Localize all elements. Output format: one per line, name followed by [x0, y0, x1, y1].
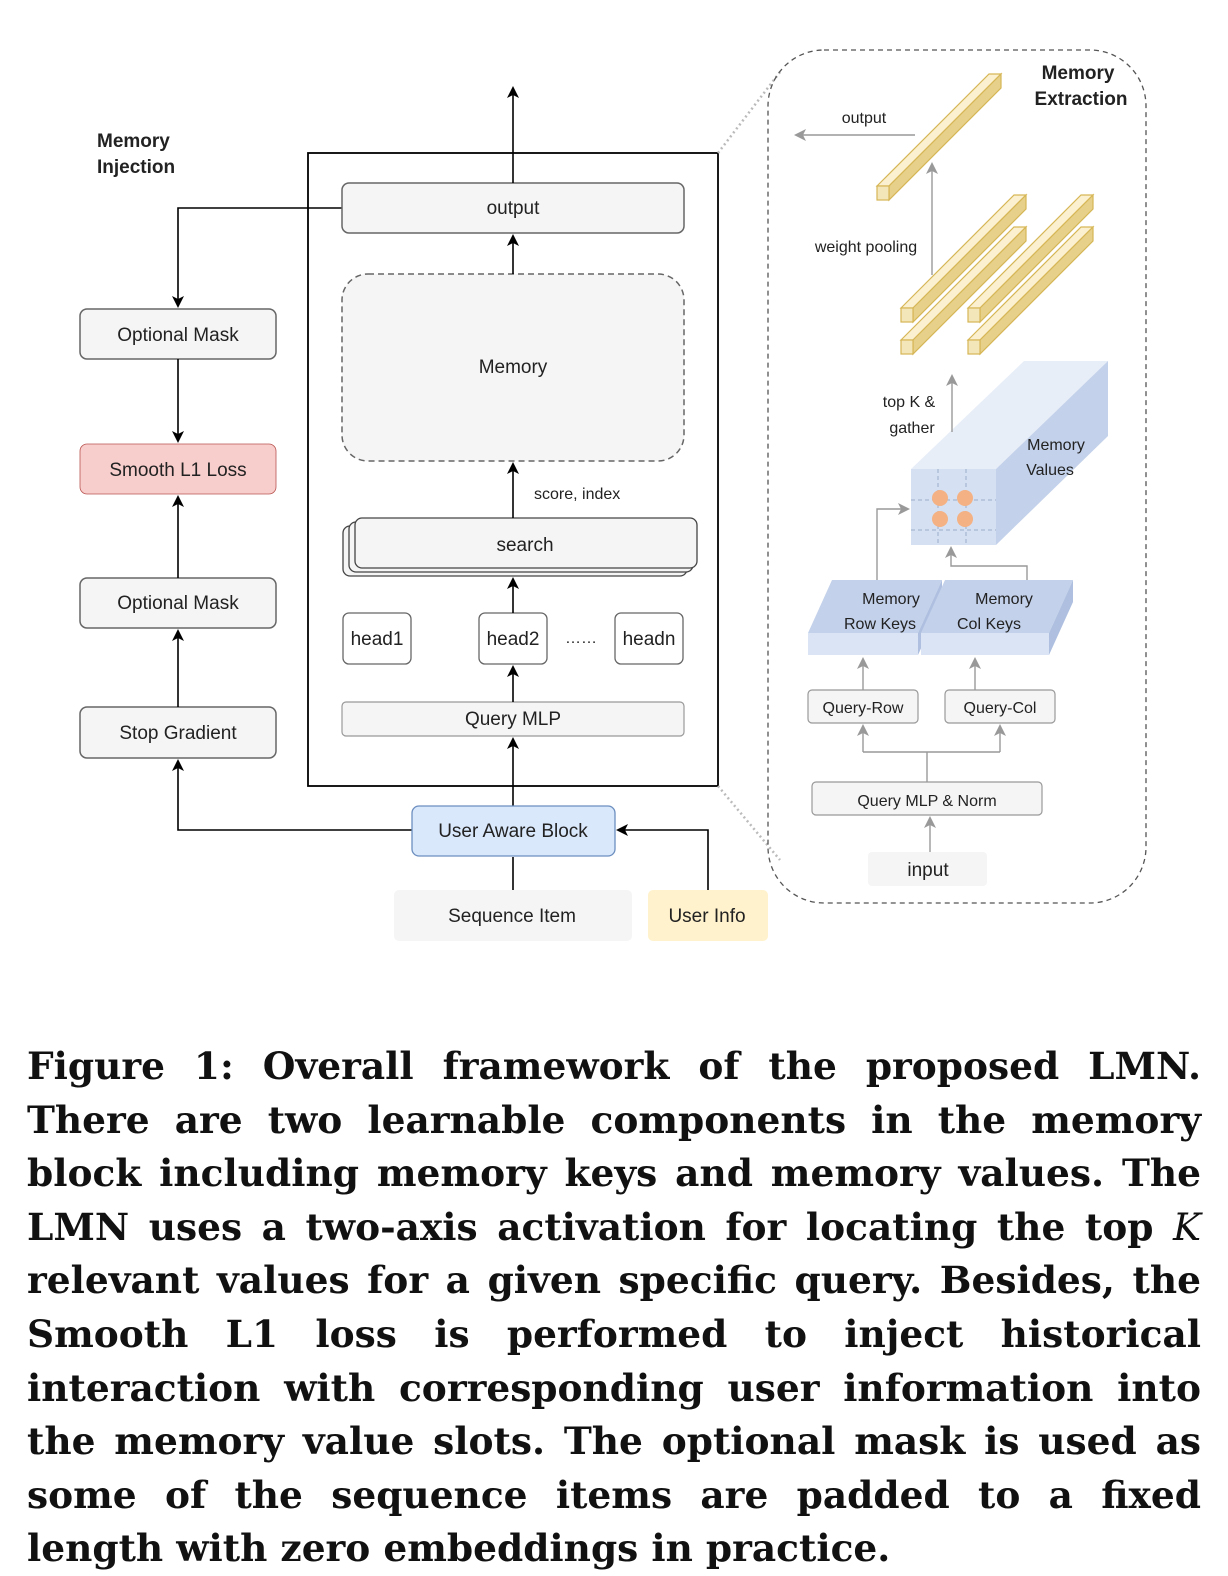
svg-text:headn: headn — [623, 629, 676, 650]
svg-text:Memory: Memory — [1042, 63, 1115, 84]
score-index-label: score, index — [534, 486, 620, 503]
zoom-connectors — [717, 71, 781, 861]
svg-text:Query-Col: Query-Col — [964, 700, 1037, 717]
value-bar-1 — [899, 193, 1028, 324]
svg-text:head1: head1 — [351, 629, 404, 650]
query-mlp-box: Query MLP — [341, 701, 685, 737]
caption-text-before-k: Overall framework of the proposed LMN. T… — [27, 1044, 1201, 1249]
svg-text:Memory: Memory — [97, 131, 170, 152]
svg-text:head2: head2 — [487, 629, 540, 650]
svg-text:Extraction: Extraction — [1035, 89, 1128, 110]
head1-box: head1 — [342, 612, 412, 665]
memory-col-keys-slab — [921, 580, 1073, 655]
memory-injection-title: Memory Injection — [97, 131, 175, 178]
memory-values-cube — [911, 361, 1108, 545]
svg-text:Row Keys: Row Keys — [844, 616, 916, 633]
optional-mask-top-box: Optional Mask — [79, 308, 277, 360]
svg-text:top K &: top K & — [883, 394, 936, 411]
query-col-box: Query-Col — [944, 689, 1056, 724]
svg-text:Values: Values — [1026, 462, 1074, 479]
query-row-box: Query-Row — [807, 689, 919, 724]
extraction-arrows — [794, 129, 1028, 852]
figure-caption: Figure 1: Overall framework of the propo… — [27, 1040, 1201, 1576]
left-column-arrows — [172, 207, 412, 831]
value-bar-2 — [899, 225, 1028, 356]
optional-mask-bottom-box: Optional Mask — [79, 577, 277, 629]
memory-extraction-title: Memory Extraction — [1035, 63, 1128, 110]
svg-text:Query-Row: Query-Row — [823, 700, 904, 717]
memory-values-label: Memory Values — [1026, 437, 1085, 479]
output-box: output — [341, 182, 685, 234]
memory-block-arrows — [507, 86, 709, 890]
caption-k: K — [1172, 1204, 1201, 1249]
svg-text:Col Keys: Col Keys — [957, 616, 1021, 633]
svg-text:search: search — [496, 535, 553, 556]
head2-box: head2 — [478, 612, 548, 665]
svg-text:Memory: Memory — [479, 357, 548, 378]
user-info-box: User Info — [648, 890, 768, 941]
svg-text:Query MLP: Query MLP — [465, 709, 561, 730]
memory-extraction-panel — [767, 49, 1147, 904]
extraction-input-box: input — [868, 852, 987, 886]
memory-col-keys-label: Memory Col Keys — [957, 591, 1033, 633]
stop-gradient-box: Stop Gradient — [79, 706, 277, 759]
head-ellipsis: …… — [565, 630, 597, 647]
svg-text:Optional Mask: Optional Mask — [117, 325, 239, 346]
value-bar-4 — [966, 225, 1095, 356]
svg-text:input: input — [907, 860, 949, 881]
query-mlp-norm-box: Query MLP & Norm — [811, 781, 1043, 816]
svg-text:Query MLP & Norm: Query MLP & Norm — [857, 793, 996, 810]
svg-text:Memory: Memory — [975, 591, 1033, 608]
lmn-framework-diagram: Memory Injection Optional Mask Smooth L1… — [79, 49, 1147, 941]
value-bar-3 — [966, 193, 1095, 324]
sequence-item-box: Sequence Item — [394, 890, 632, 941]
svg-text:Optional Mask: Optional Mask — [117, 593, 239, 614]
memory-row-keys-slab — [808, 580, 942, 655]
extraction-output-label: output — [842, 110, 887, 127]
output-value-bar — [875, 72, 1003, 202]
svg-text:User Info: User Info — [668, 906, 745, 927]
svg-text:Injection: Injection — [97, 157, 175, 178]
svg-text:Stop Gradient: Stop Gradient — [119, 723, 237, 744]
caption-text-after-k: relevant values for a given specific que… — [27, 1258, 1201, 1571]
caption-label: Figure 1: — [27, 1044, 234, 1088]
svg-text:Memory: Memory — [862, 591, 920, 608]
smooth-l1-loss-box: Smooth L1 Loss — [79, 443, 277, 495]
svg-text:output: output — [487, 198, 541, 219]
top-k-gather-label: top K & gather — [883, 394, 936, 437]
svg-text:Smooth L1 Loss: Smooth L1 Loss — [109, 460, 246, 481]
headn-box: headn — [614, 612, 684, 665]
svg-text:User Aware Block: User Aware Block — [438, 821, 588, 842]
svg-text:Sequence Item: Sequence Item — [448, 906, 576, 927]
weight-pooling-label: weight pooling — [814, 239, 917, 256]
search-stack: search — [342, 517, 698, 577]
user-aware-block: User Aware Block — [411, 805, 616, 857]
svg-text:Memory: Memory — [1027, 437, 1085, 454]
memory-row-keys-label: Memory Row Keys — [844, 591, 920, 633]
memory-box: Memory — [341, 273, 685, 462]
svg-text:gather: gather — [889, 420, 935, 437]
